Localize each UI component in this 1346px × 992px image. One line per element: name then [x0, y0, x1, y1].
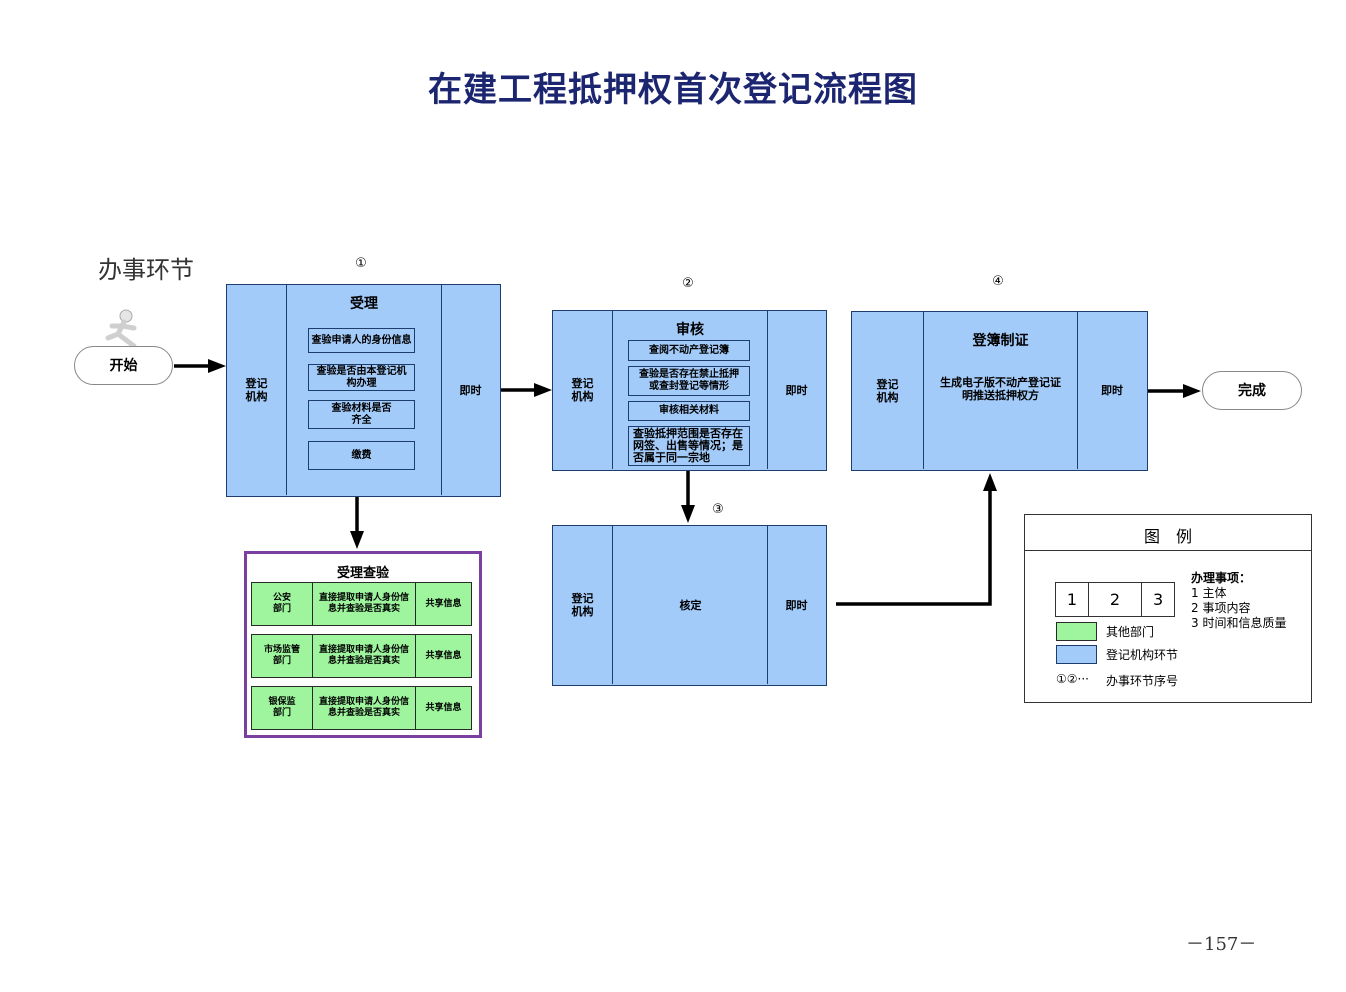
stage-2-agency: 登记 机构	[571, 377, 594, 403]
stage-2-item-2: 查验是否存在禁止抵押或查封登记等情形	[628, 366, 750, 396]
stage-2-time: 即时	[767, 311, 825, 469]
stage-4-box: 登记 机构 登簿制证 生成电子版不动产登记证明推送抵押权方 即时	[851, 311, 1148, 471]
legend-cell: 2	[1088, 582, 1143, 617]
verification-row: 银保监 部门 直接提取申请人身份信息并查验是否真实 共享信息	[251, 686, 472, 730]
stage-4-number: ④	[992, 274, 1004, 289]
legend-divider	[1025, 550, 1311, 551]
verification-dept: 市场监管 部门	[252, 635, 313, 677]
stage-1-item-3: 查验材料是否齐全	[308, 400, 415, 429]
legend-cell: 1	[1055, 582, 1089, 617]
legend-box: 图 例	[1024, 514, 1312, 703]
legend-matters-title: 办理事项：	[1191, 571, 1252, 585]
stage-1-item-4: 缴费	[308, 441, 415, 470]
verification-action: 直接提取申请人身份信息并查验是否真实	[313, 635, 416, 677]
verification-share: 共享信息	[425, 598, 462, 609]
verification-action: 直接提取申请人身份信息并查验是否真实	[313, 687, 416, 729]
running-person-icon	[105, 309, 137, 348]
legend-cell: 3	[1142, 582, 1176, 617]
stage-4-detail: 生成电子版不动产登记证明推送抵押权方	[940, 376, 1061, 402]
verification-dept: 公安 部门	[252, 583, 313, 625]
arrow-stage1-to-stage2	[501, 383, 552, 397]
arrow-start-to-stage1	[174, 359, 226, 373]
verification-action: 直接提取申请人身份信息并查验是否真实	[313, 583, 416, 625]
stage-1-number: ①	[355, 256, 367, 271]
legend-other-dept: 其他部门	[1106, 625, 1155, 639]
verification-dept: 银保监 部门	[252, 687, 313, 729]
stage-1-item-2: 查验是否由本登记机构办理	[308, 364, 415, 391]
arrow-stage2-to-stage3	[681, 471, 695, 523]
verification-share: 共享信息	[425, 702, 462, 713]
stage-3-name: 核定	[612, 526, 768, 684]
legend-cells: 1 2 3	[1055, 582, 1176, 617]
stage-2-item-3: 审核相关材料	[628, 401, 750, 421]
legend-matter: 1 主体	[1191, 586, 1227, 600]
legend-seq-symbol: ①②···	[1056, 672, 1089, 686]
stage-1-agency: 登记 机构	[245, 377, 268, 403]
stage-2-name: 审核	[676, 322, 704, 338]
verification-title: 受理查验	[336, 566, 389, 581]
stage-4-agency: 登记 机构	[876, 377, 899, 404]
stage-4-time: 即时	[1077, 312, 1146, 469]
verification-row: 市场监管 部门 直接提取申请人身份信息并查验是否真实 共享信息	[251, 634, 472, 678]
section-label: 办事环节	[98, 256, 194, 284]
legend-green-swatch	[1056, 622, 1097, 641]
stage-2-item-4: 查验抵押范围是否存在网签、出售等情况；是否属于同一宗地	[628, 426, 750, 466]
verification-share: 共享信息	[425, 650, 462, 661]
legend-agency-step: 登记机构环节	[1106, 648, 1179, 662]
stage-3-time: 即时	[767, 526, 825, 684]
legend-matter: 2 事项内容	[1191, 601, 1251, 615]
legend-seq-label: 办事环节序号	[1106, 674, 1179, 688]
stage-1-time: 即时	[441, 285, 499, 495]
arrow-stage1-to-verification	[350, 497, 364, 549]
arrow-stage4-to-end	[1148, 384, 1201, 398]
stage-3-box: 登记 机构 核定 即时	[552, 525, 827, 686]
start-terminal: 开始	[74, 346, 173, 385]
stage-3-number: ③	[712, 502, 724, 517]
stage-4-name: 登簿制证	[972, 333, 1029, 349]
legend-title: 图 例	[1143, 527, 1192, 546]
legend-blue-swatch	[1056, 645, 1097, 664]
end-terminal: 完成	[1202, 371, 1302, 410]
stage-1-item-1: 查验申请人的身份信息	[308, 328, 415, 353]
stage-2-item-1: 查阅不动产登记簿	[628, 340, 750, 361]
verification-row: 公安 部门 直接提取申请人身份信息并查验是否真实 共享信息	[251, 582, 472, 626]
page-title: 在建工程抵押权首次登记流程图	[428, 70, 918, 110]
stage-2-number: ②	[682, 276, 694, 291]
stage-1-name: 受理	[350, 296, 378, 312]
arrow-stage3-to-stage4	[836, 473, 997, 606]
page-number: －157－	[1186, 934, 1257, 955]
legend-matter: 3 时间和信息质量	[1191, 616, 1287, 630]
stage-3-agency: 登记 机构	[571, 592, 594, 618]
